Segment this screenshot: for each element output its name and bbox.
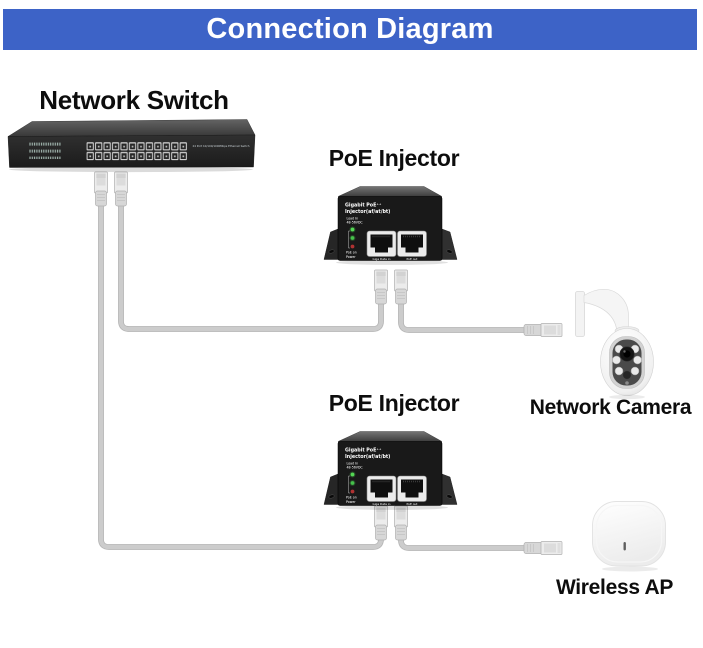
- network-switch-label: Network Switch: [39, 85, 229, 115]
- poe-injector-2: [323, 430, 458, 511]
- network-camera-label: Network Camera: [529, 396, 692, 419]
- camera-wall-plate: [575, 291, 585, 337]
- ethernet-plug-injector2-out: [394, 505, 408, 541]
- switch-top-face: [7, 119, 256, 137]
- ethernet-plug-injector1-in: [374, 269, 388, 305]
- cable-injector2-to-ap: [398, 534, 530, 551]
- lens-highlight: [623, 350, 626, 353]
- ethernet-plug-switch-1: [94, 171, 108, 207]
- switch-port-grid: [86, 141, 188, 161]
- switch-shadow: [9, 166, 253, 173]
- ir-led-icon: [633, 355, 642, 365]
- ethernet-plug-ap: [523, 541, 563, 555]
- ap-inner-ring: [595, 504, 663, 563]
- poe-injector-1-label: PoE Injector: [328, 145, 460, 171]
- ir-led-icon: [612, 355, 621, 365]
- ir-led-icon: [614, 366, 624, 376]
- ethernet-plug-camera: [523, 323, 563, 337]
- cable-injector1-to-camera: [398, 300, 530, 333]
- ap-shadow: [602, 566, 658, 572]
- network-switch: 24 Port 10/100/1000Mbps Ethernet Switch: [7, 119, 256, 173]
- poe-injector-2-label: PoE Injector: [328, 390, 460, 416]
- ethernet-plug-injector1-out: [394, 269, 408, 305]
- network-camera: [575, 288, 654, 400]
- header-banner: Connection Diagram: [3, 9, 697, 50]
- poe-injector-1: [323, 185, 458, 266]
- switch-model-text: 24 Port 10/100/1000Mbps Ethernet Switch: [193, 144, 250, 148]
- ir-led-icon: [630, 366, 640, 376]
- cable-switch-to-injector1: [118, 200, 384, 332]
- ethernet-plug-switch-2: [114, 171, 128, 207]
- wireless-ap-label: Wireless AP: [555, 576, 674, 599]
- camera-bracket: [583, 288, 629, 333]
- ap-status-light: [623, 542, 626, 551]
- cable-switch-to-injector2: [98, 200, 384, 550]
- camera-indicator-dot: [625, 381, 629, 385]
- switch-led-panel: [29, 142, 61, 159]
- camera-sensor: [622, 370, 632, 380]
- wireless-ap: [592, 501, 666, 572]
- ethernet-plug-injector2-in: [374, 505, 388, 541]
- ap-body: [592, 501, 666, 567]
- page-title: Connection Diagram: [206, 13, 494, 45]
- camera-shadow: [609, 394, 645, 400]
